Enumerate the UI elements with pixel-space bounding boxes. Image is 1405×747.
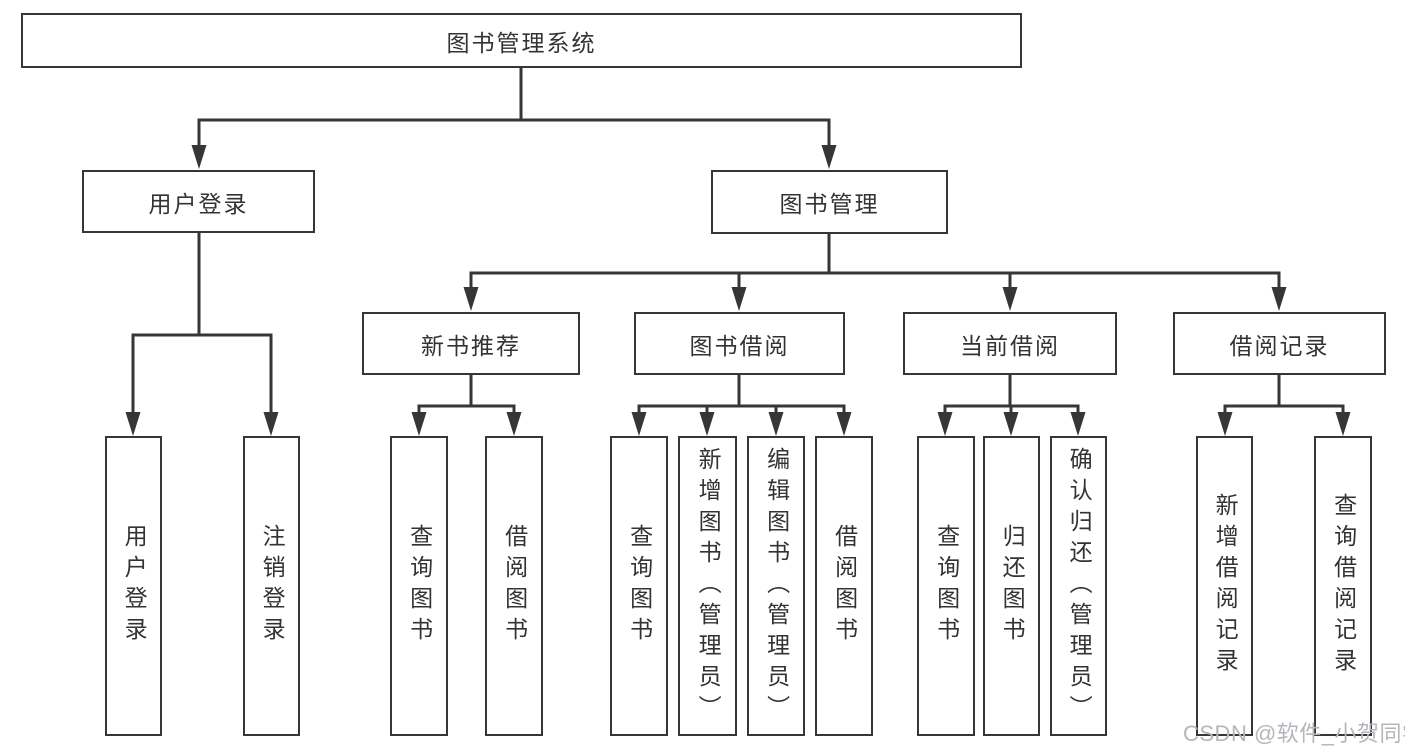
leaf-add-book-admin: 新增图书（管理员） bbox=[678, 436, 737, 736]
node-user-login: 用户登录 bbox=[82, 170, 315, 233]
node-root: 图书管理系统 bbox=[21, 13, 1022, 68]
leaf-query-books-borrow: 查询图书 bbox=[610, 436, 668, 736]
leaf-query-books-current: 查询图书 bbox=[917, 436, 975, 736]
node-borrow-records: 借阅记录 bbox=[1173, 312, 1386, 375]
leaf-label: 确认归还（管理员） bbox=[1066, 446, 1093, 726]
node-book-borrow: 图书借阅 bbox=[634, 312, 845, 375]
leaf-return-book: 归还图书 bbox=[983, 436, 1040, 736]
leaf-label: 借阅图书 bbox=[501, 524, 528, 648]
leaf-borrow-books-newbook: 借阅图书 bbox=[485, 436, 543, 736]
node-current-borrow: 当前借阅 bbox=[903, 312, 1117, 375]
leaf-label: 查询借阅记录 bbox=[1330, 493, 1357, 679]
leaf-edit-book-admin: 编辑图书（管理员） bbox=[747, 436, 805, 736]
leaf-query-books-newbook: 查询图书 bbox=[390, 436, 448, 736]
leaf-label: 用户登录 bbox=[121, 524, 148, 648]
leaf-label: 注销登录 bbox=[259, 524, 286, 648]
leaf-label: 编辑图书（管理员） bbox=[763, 446, 790, 726]
node-new-book-recommend: 新书推荐 bbox=[362, 312, 580, 375]
leaf-label: 新增图书（管理员） bbox=[695, 446, 722, 726]
node-book-management: 图书管理 bbox=[711, 170, 948, 234]
leaf-confirm-return-admin: 确认归还（管理员） bbox=[1050, 436, 1107, 736]
leaf-label: 借阅图书 bbox=[831, 524, 858, 648]
leaf-borrow-books-borrow: 借阅图书 bbox=[815, 436, 873, 736]
leaf-user-login: 用户登录 bbox=[105, 436, 162, 736]
leaf-label: 查询图书 bbox=[406, 524, 433, 648]
leaf-query-borrow-record: 查询借阅记录 bbox=[1314, 436, 1372, 736]
csdn-watermark: CSDN @软件_小贺同学 bbox=[1183, 721, 1405, 746]
leaf-label: 新增借阅记录 bbox=[1212, 493, 1239, 679]
arrowheads bbox=[125, 145, 1351, 436]
leaf-label: 查询图书 bbox=[626, 524, 653, 648]
leaf-label: 查询图书 bbox=[933, 524, 960, 648]
tree-edges bbox=[131, 64, 1345, 417]
leaf-label: 归还图书 bbox=[999, 524, 1026, 648]
leaf-add-borrow-record: 新增借阅记录 bbox=[1196, 436, 1253, 736]
leaf-logout: 注销登录 bbox=[243, 436, 300, 736]
